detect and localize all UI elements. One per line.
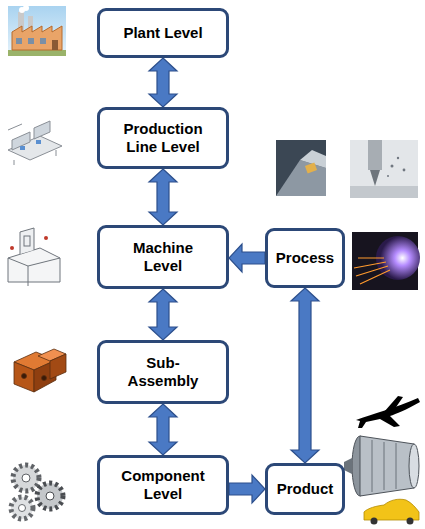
factory-icon-part: [40, 38, 46, 44]
factory-icon-part: [16, 38, 22, 44]
factory-icon-part: [8, 50, 66, 56]
sub-assembly-icon-part: [50, 354, 66, 379]
factory-icon: [8, 5, 66, 56]
drilling-photo-part: [387, 175, 389, 177]
car-silhouette-part: [364, 499, 419, 520]
production-line-icon-part: [12, 132, 30, 150]
drilling-photo-part: [391, 165, 394, 168]
level-box: Sub-Assembly: [97, 340, 229, 404]
machine-icon-part: [24, 236, 30, 246]
machine-icon-part: [8, 258, 60, 286]
box-label: Component Level: [117, 467, 209, 503]
airplane-silhouette: [356, 396, 420, 428]
car-silhouette-part: [371, 518, 378, 525]
turbine-engine-part: [344, 458, 352, 474]
sub-assembly-icon-part: [22, 374, 27, 379]
drilling-photo: [350, 140, 418, 198]
gears-icon-part: [19, 505, 26, 512]
sub-assembly-icon-part: [42, 376, 47, 381]
box-label: Machine Level: [117, 239, 209, 275]
drilling-photo-part: [350, 140, 418, 198]
drilling-photo-part: [403, 169, 406, 172]
block-arrow: [229, 475, 265, 503]
airplane-silhouette-part: [384, 396, 403, 413]
drilling-photo-part: [397, 157, 399, 159]
sub-assembly-icon: [14, 349, 66, 392]
machine-icon-part: [20, 228, 34, 254]
level-box: Component Level: [97, 455, 229, 515]
block-arrow: [149, 169, 177, 225]
machine-icon-part: [10, 246, 14, 250]
turbine-engine-part: [372, 440, 396, 492]
box-label: Plant Level: [123, 24, 202, 42]
factory-icon-part: [12, 26, 62, 50]
production-line-icon-part: [34, 121, 50, 139]
turbine-engine-part: [360, 436, 414, 496]
turbine-engine-part: [409, 444, 419, 488]
gears-icon-part: [37, 483, 63, 509]
grinding-photo: [352, 232, 420, 290]
drilling-photo-part: [370, 170, 380, 186]
factory-icon-part: [28, 38, 34, 44]
cutting-tool-photo-part: [276, 140, 326, 196]
machine-icon: [8, 228, 60, 286]
level-box: Plant Level: [97, 8, 229, 58]
gears-icon-part: [11, 497, 33, 519]
gears-icon-part: [13, 465, 39, 491]
production-line-icon-part: [20, 146, 25, 150]
level-box: Product: [265, 463, 345, 515]
level-box: Machine Level: [97, 225, 229, 289]
block-arrow: [149, 404, 177, 455]
car-silhouette: [364, 499, 419, 524]
gears-icon-part: [46, 492, 54, 500]
production-line-icon-part: [36, 140, 41, 144]
turbine-engine: [344, 436, 419, 496]
block-arrow: [149, 289, 177, 340]
drilling-photo-part: [350, 186, 418, 198]
car-silhouette-part: [407, 518, 414, 525]
grinding-photo-part: [354, 258, 390, 284]
block-arrow: [229, 244, 265, 272]
production-line-icon: [8, 121, 62, 165]
sub-assembly-icon-part: [14, 362, 34, 392]
drilling-photo-part: [368, 140, 382, 170]
block-arrow: [149, 58, 177, 107]
machine-icon-part: [44, 236, 48, 240]
factory-icon-part: [23, 5, 29, 11]
gears-icon: [11, 465, 63, 519]
level-box: Production Line Level: [97, 107, 229, 169]
level-box: Process: [265, 228, 345, 288]
factory-icon-part: [8, 6, 66, 56]
block-arrow: [291, 288, 319, 463]
airplane-silhouette-part: [356, 398, 420, 428]
box-label: Product: [277, 480, 334, 498]
factory-icon-part: [52, 40, 58, 50]
cutting-tool-photo-part: [305, 163, 317, 174]
gears-icon-part: [22, 474, 30, 482]
box-label: Sub-Assembly: [118, 354, 208, 390]
production-line-icon-part: [8, 124, 56, 165]
cutting-tool-photo: [276, 140, 326, 196]
box-label: Process: [276, 249, 334, 267]
box-label: Production Line Level: [117, 120, 209, 156]
